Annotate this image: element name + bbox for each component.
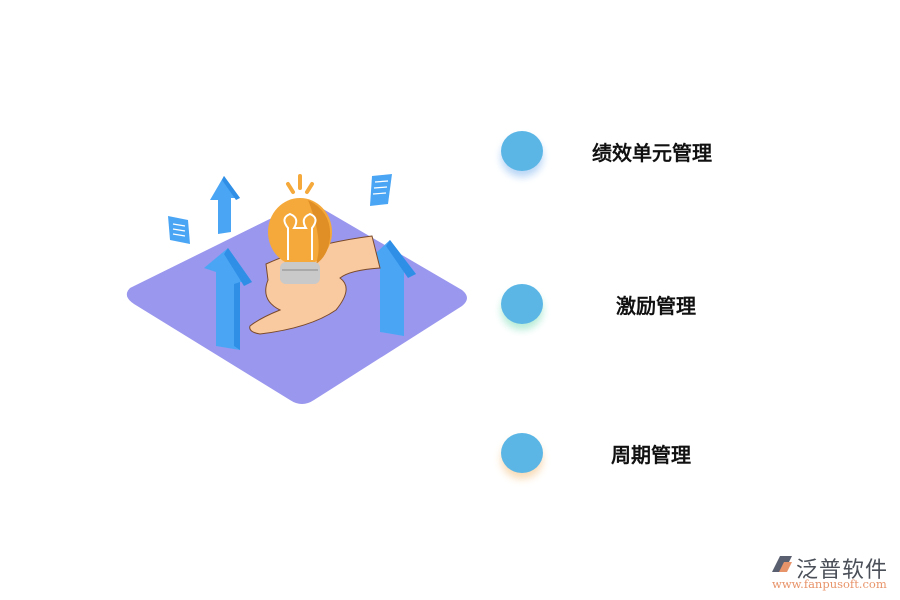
- item-label: 周期管理: [611, 443, 691, 467]
- item-label: 激励管理: [616, 294, 696, 318]
- list-item: 绩效单元管理: [501, 131, 881, 175]
- brand-name: 泛普软件: [796, 558, 889, 583]
- logo-icon: [772, 556, 792, 572]
- watermark-logo: 泛普软件 www.fanpusoft.com: [768, 550, 898, 596]
- lightbulb-icon: [268, 174, 332, 284]
- circle-dot-icon: [501, 433, 543, 473]
- paper-icon: [168, 216, 190, 244]
- list-item: 周期管理: [501, 433, 881, 477]
- list-item: 激励管理: [501, 284, 881, 328]
- up-arrow-icon: [210, 176, 240, 234]
- brand-url: www.fanpusoft.com: [772, 577, 887, 591]
- hand-icon: [249, 235, 381, 335]
- circle-dot-icon: [501, 131, 543, 171]
- circle-dot-icon: [501, 284, 543, 324]
- item-label: 绩效单元管理: [592, 141, 712, 165]
- lightbulb-illustration: [126, 174, 468, 404]
- up-arrow-icon: [204, 248, 252, 350]
- paper-icon: [370, 174, 392, 206]
